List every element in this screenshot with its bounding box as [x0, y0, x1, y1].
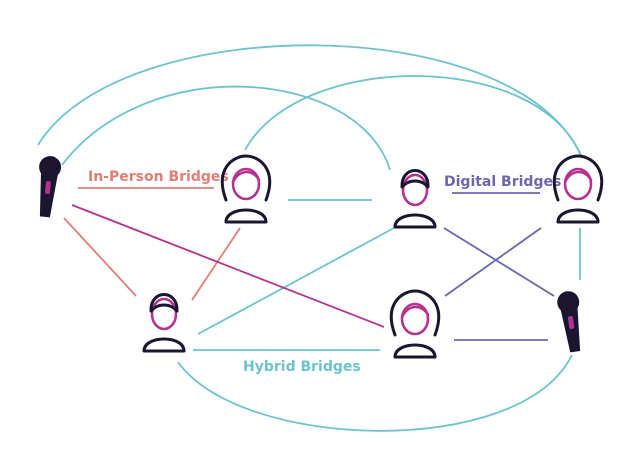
digital-bridges-label: Digital Bridges	[444, 174, 561, 190]
line-woman-to-bottom-man	[191, 227, 241, 301]
microphone-icon	[39, 156, 62, 218]
line-man-to-right-mic	[443, 227, 555, 297]
man-icon	[393, 169, 437, 229]
hybrid-connections	[37, 44, 583, 432]
arc-mic-to-center-man	[61, 85, 391, 171]
line-man-to-man	[197, 227, 395, 335]
woman-icon	[220, 154, 272, 224]
arc-woman-to-far-right	[244, 75, 583, 159]
in-person-connections	[63, 187, 241, 301]
line-woman-to-far-right	[444, 227, 542, 297]
line-mic-to-bottom-woman	[71, 204, 385, 328]
line-mic-to-bottom-man	[63, 217, 137, 297]
arc-bottom	[177, 354, 573, 432]
woman-icon	[389, 289, 441, 359]
hybrid-bridges-label: Hybrid Bridges	[243, 359, 361, 375]
microphone-icon	[557, 291, 581, 353]
digital-connections	[443, 192, 555, 341]
woman-icon	[552, 154, 604, 224]
arc-mic-to-far-right	[37, 44, 583, 159]
in-person-bridges-label: In-Person Bridges	[88, 169, 229, 185]
man-icon	[142, 293, 186, 353]
